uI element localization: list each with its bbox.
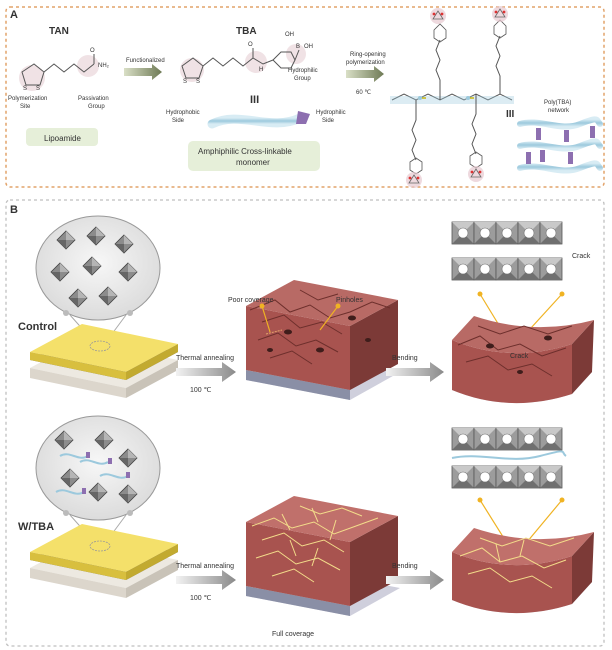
panel-a-letter: A [10, 9, 18, 21]
tan-polymerization-label: Polymerization [8, 96, 47, 102]
temp-wtba: 100 ℃ [190, 595, 212, 602]
hydrophilic-side-label: Side [322, 118, 335, 124]
tba-s2: S [196, 79, 200, 85]
tba-oh1: OH [285, 32, 294, 38]
tan-oxygen: O [90, 48, 95, 54]
poor-coverage-label: Poor coverage [228, 297, 274, 304]
equiv-symbol-2: III [506, 109, 515, 120]
tba-s1: S [183, 79, 187, 85]
tba-hn: H [259, 67, 263, 73]
thermal-annealing-control: Thermal annealing [176, 355, 234, 362]
tan-nh2: NH₂ [98, 63, 110, 69]
bending-control-label: Bending [392, 355, 418, 362]
wtba-crystal-lattice [451, 427, 567, 489]
monomer-line1: Amphiphilic Cross-linkable [198, 147, 292, 156]
wtba-nanocrystals [54, 430, 138, 504]
thermal-arrow-control [176, 362, 236, 382]
wtba-substrate [30, 524, 178, 598]
tba-hydrophilic-label: Hydrophilic [288, 68, 318, 74]
polymerization-label: polymerization [346, 60, 385, 66]
tba-boron: B [296, 44, 300, 50]
hydrophilic-head [296, 111, 310, 124]
functionalized-arrow [124, 64, 162, 80]
bending-arrow-control [386, 362, 444, 382]
thermal-arrow-wtba [176, 570, 236, 590]
control-crystal-lattice [451, 221, 563, 281]
ring-opening-arrow [346, 66, 384, 82]
hydrophilic-label: Hydrophilic [316, 110, 346, 116]
equiv-symbol: III [250, 94, 259, 106]
hydrophobic-side-label: Side [172, 118, 185, 124]
wtba-annealed-film [246, 496, 400, 616]
functionalized-label: Functionalized [126, 58, 165, 64]
tan-group-label: Group [88, 104, 105, 110]
panel-a-border [5, 6, 605, 188]
panel-b-letter: B [10, 204, 18, 216]
temp-control: 100 ℃ [190, 387, 212, 394]
wtba-label: W/TBA [18, 521, 54, 533]
monomer-line2: monomer [236, 158, 270, 167]
tan-passivation-label: Passivation [78, 96, 109, 102]
tan-site-label: Site [20, 104, 31, 110]
tba-oh2: OH [304, 44, 313, 50]
full-coverage-label: Full coverage [272, 631, 314, 638]
thermal-annealing-wtba: Thermal annealing [176, 563, 234, 570]
control-annealed-film [246, 280, 400, 400]
tba-oxygen: O [248, 42, 253, 48]
panel-b-border [5, 199, 605, 647]
wtba-zoom-ellipse [35, 415, 161, 521]
tba-molecule: O H B OH OH S S [180, 32, 313, 85]
lipoamide-box [26, 128, 98, 146]
bending-arrow-wtba [386, 570, 444, 590]
pinholes-label: Pinholes [336, 297, 363, 304]
tba-group-label: Group [294, 76, 311, 82]
poly-tba-network [517, 116, 603, 174]
control-bent-film [452, 316, 594, 404]
polymer-structure [390, 5, 514, 189]
tan-s2: S [36, 86, 40, 92]
tan-s1: S [23, 86, 27, 92]
control-substrate [30, 324, 178, 398]
lipoamide-label: Lipoamide [44, 134, 81, 143]
ring-opening-label: Ring-opening [350, 52, 386, 58]
amphiphilic-chain [207, 113, 305, 129]
wtba-bent-film [452, 528, 594, 614]
polymerization-temp: 60 ℃ [356, 90, 371, 96]
monomer-box [188, 141, 320, 171]
tan-molecule: O NH₂ S S [19, 48, 110, 92]
crack-label-film: Crack [510, 353, 529, 360]
tan-title: TAN [49, 26, 69, 37]
control-label: Control [18, 321, 57, 333]
poly-tba-label: Poly(TBA) [544, 100, 571, 106]
hydrophobic-label: Hydrophobic [166, 110, 200, 116]
crack-label-top: Crack [572, 253, 591, 260]
tba-title: TBA [236, 26, 257, 37]
network-label: network [548, 108, 570, 114]
bending-wtba-label: Bending [392, 563, 418, 570]
